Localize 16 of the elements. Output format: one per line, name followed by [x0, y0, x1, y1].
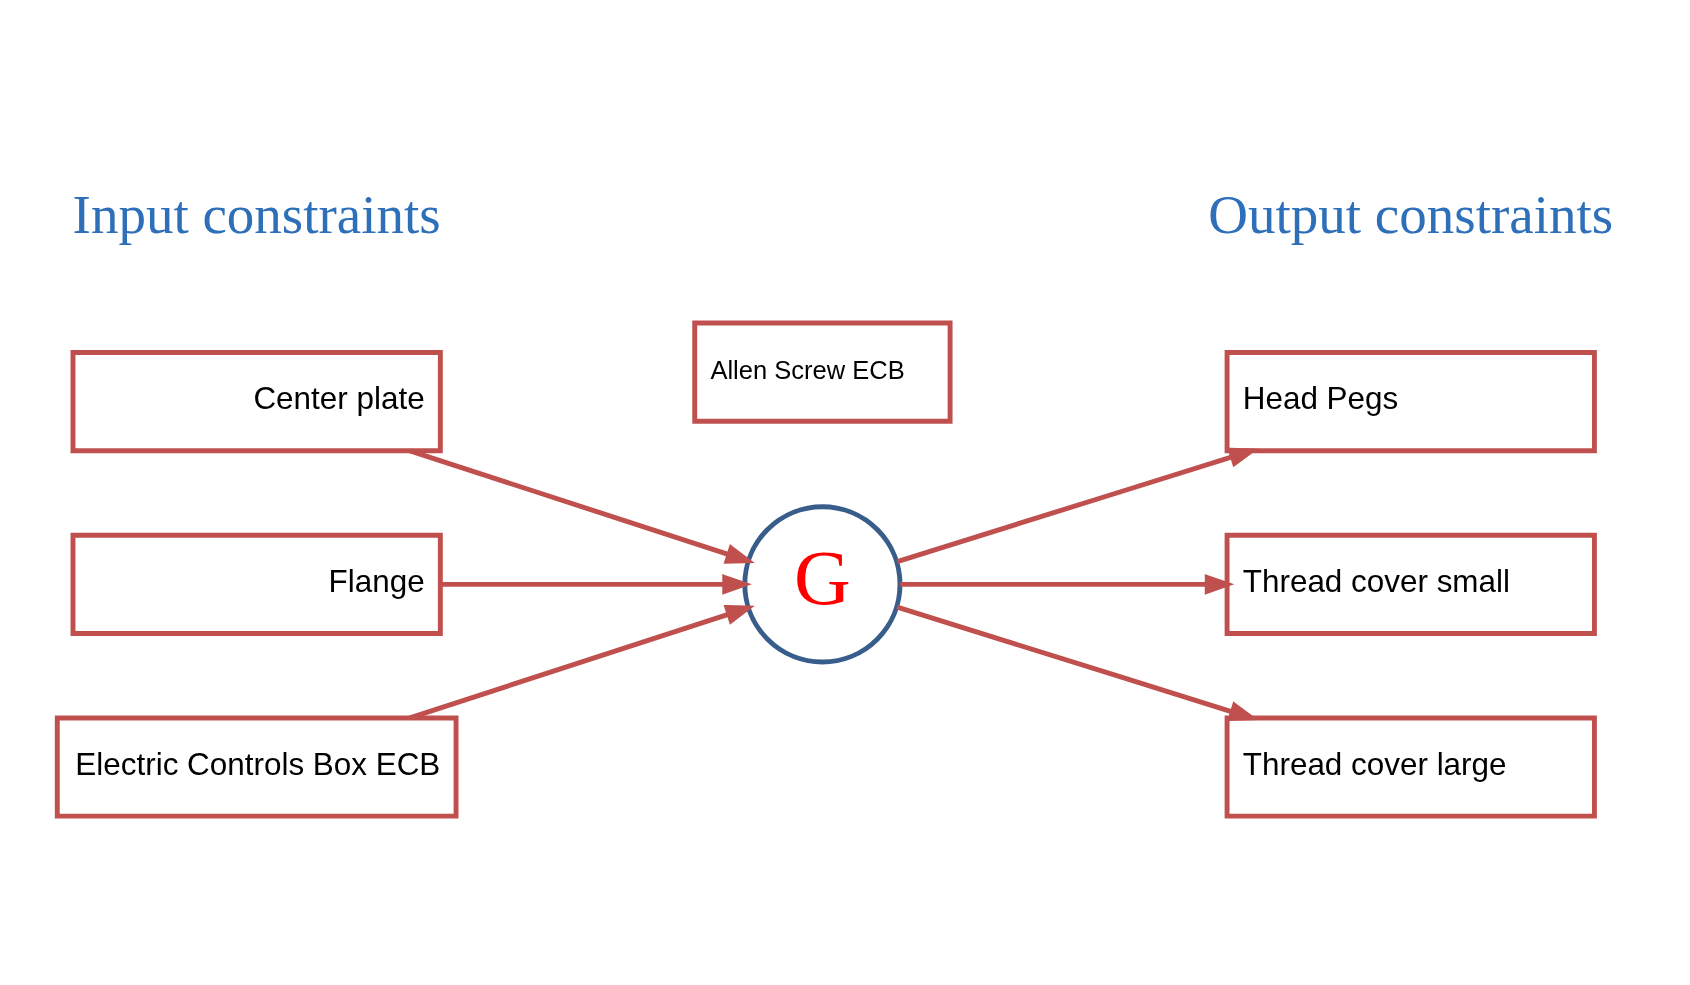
label: Output constraints: [1208, 183, 1614, 245]
node-box: Thread cover small: [1224, 532, 1597, 636]
label: Input constraints: [72, 183, 441, 245]
node-box: Electric Controls Box ECB: [54, 714, 459, 819]
arrow: [409, 448, 755, 564]
node-box: Flange: [70, 532, 443, 636]
node-box: Thread cover large: [1224, 714, 1597, 819]
arrow: [441, 573, 752, 595]
node-box: Allen Screw ECB: [692, 320, 953, 424]
node-box: Head Pegs: [1224, 349, 1597, 453]
arrow: [896, 604, 1259, 721]
arrow: [900, 573, 1235, 595]
arrow: [409, 604, 755, 720]
node-box: Center plate: [70, 349, 443, 453]
node-circle: G: [742, 503, 903, 664]
arrow: [896, 447, 1259, 564]
